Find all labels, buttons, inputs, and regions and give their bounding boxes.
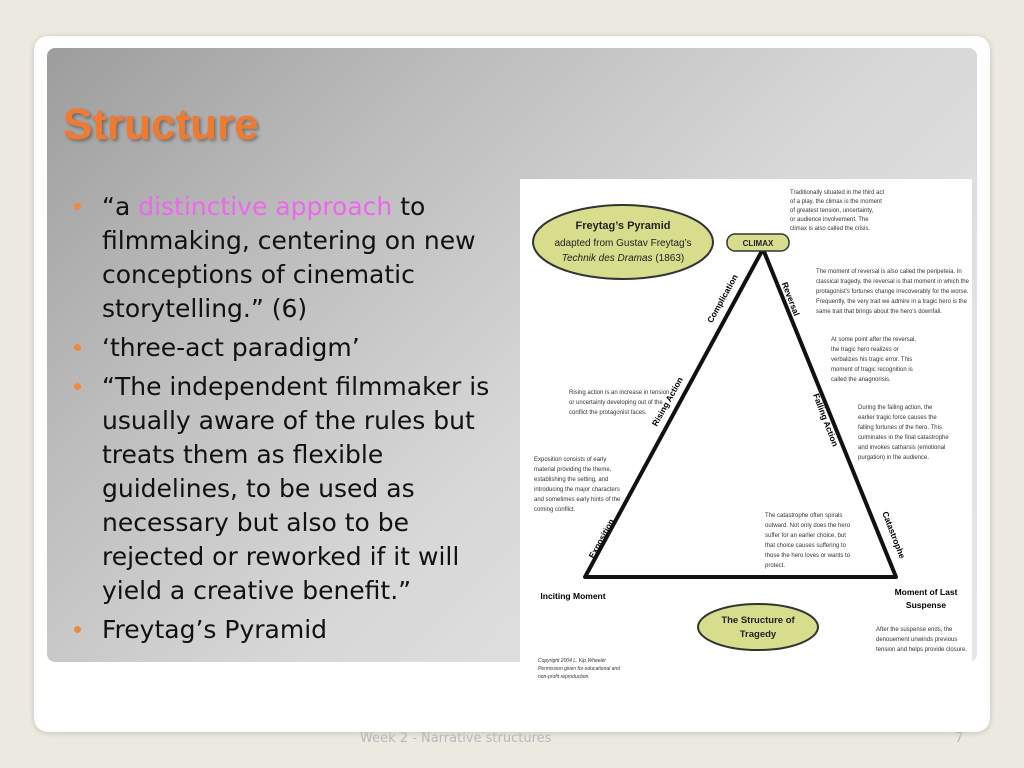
note-line: Permission given for educational and [538,666,620,672]
note-line: Traditionally situated in the third act [790,190,884,196]
structure-badge-line2: Tragedy [740,629,777,640]
highlighted-phrase: distinctive approach [138,192,393,221]
bullet-item: “The independent filmmaker is usually aw… [74,370,504,608]
bullet-dot-icon [74,383,81,390]
note-line: same trait that brings about the hero's … [816,309,942,315]
bullet-dot-icon [74,203,81,210]
structure-badge [697,603,819,651]
note-line: non-profit reproduction. [538,674,590,680]
note-line: The moment of reversal is also called th… [816,269,962,275]
note-line: protagonist's fortunes change irrecovera… [816,289,969,295]
bullet-item: “a distinctive approach to filmmaking, c… [74,190,504,326]
note-line: Rising action is an increase in tension [569,390,669,396]
note-line: introducing the major characters [534,487,620,493]
bullet-dot-icon [74,344,81,351]
note-line: Copyright 2004 L. Kip Wheeler [538,658,606,664]
note-line: establishing the setting, and [534,477,608,483]
note-catastrophe: The catastrophe often spirals outward. N… [765,513,851,569]
last-suspense-label-line2: Suspense [906,600,946,610]
note-line: and invokes catharsis (emotional [858,445,945,451]
note-line: At some point after the reversal, [831,337,916,343]
bullet-list: “a distinctive approach to filmmaking, c… [74,190,504,652]
note-line: material providing the theme, [534,467,612,473]
copyright-note: Copyright 2004 L. Kip Wheeler Permission… [538,658,620,680]
badge-source: Technik des Dramas (1863) [562,253,684,264]
note-line: conflict the protagonist faces. [569,410,647,416]
bullet-item: Freytag’s Pyramid [74,613,504,647]
note-line: of greatest tension, uncertainty, [790,208,874,214]
freytag-pyramid-figure: Freytag’s Pyramid adapted from Gustav Fr… [520,179,972,686]
note-line: suffer for an earlier choice, but [765,533,846,539]
note-line: tension and helps provide closure. [876,647,967,653]
note-line: called the anagnorisis. [831,377,891,383]
note-line: the tragic hero realizes or [831,347,899,353]
page-number: 7 [955,731,964,746]
note-line: or audience involvement. The [790,217,869,223]
bullet-dot-icon [74,626,81,633]
note-line: protect. [765,563,785,569]
note-line: coming conflict. [534,507,576,513]
note-recognition: At some point after the reversal, the tr… [831,337,916,383]
note-line: earlier tragic force causes the [858,415,937,421]
note-line: Exposition consists of early [534,457,606,463]
note-line: The catastrophe often spirals [765,513,842,519]
structure-badge-line1: The Structure of [721,615,795,626]
bullet-text: “The independent filmmaker is usually aw… [102,372,490,605]
note-exposition: Exposition consists of early material pr… [534,457,621,513]
note-line: that choice causes suffering to [765,543,847,549]
last-suspense-label-line1: Moment of Last [895,587,958,597]
edge-label-exposition: Exposition [586,517,616,560]
climax-pill [726,233,790,252]
bullet-text: Freytag’s Pyramid [102,615,328,644]
note-line: falling fortunes of the hero. This [858,425,942,431]
note-line: or uncertainty developing out of the [569,400,663,406]
slide-footer: Week 2 - Narrative structures [360,731,552,746]
note-line: After the suspense ends, the [876,627,953,633]
note-line: and sometimes early hints of the [534,497,621,503]
bullet-text: ‘three-act paradigm’ [102,333,360,362]
climax-label: CLIMAX [743,239,774,248]
pyramid-diagram: Freytag’s Pyramid adapted from Gustav Fr… [532,190,970,680]
note-denouement: After the suspense ends, the denouement … [876,627,967,653]
badge-title: Freytag’s Pyramid [576,220,671,232]
badge-subtitle: adapted from Gustav Freytag’s [554,238,691,249]
bullet-text-post: to filmmaking, centering on new concepti… [102,192,476,323]
note-rising-action: Rising action is an increase in tension … [569,390,669,416]
bullet-text-pre: “a [102,192,139,221]
note-line: classical tragedy, the reversal is that … [816,279,970,285]
note-line: moment of tragic recognition is [831,367,913,373]
note-falling-action: During the falling action, the earlier t… [858,405,949,461]
badge-source-year: (1863) [653,253,685,264]
note-line: verbalizes his tragic error. This [831,357,912,363]
title-badge [532,204,714,280]
note-line: denouement unwinds previous [876,637,957,643]
note-line: of a play, the climax is the moment [790,199,882,205]
note-reversal: The moment of reversal is also called th… [816,269,970,315]
note-line: outward. Not only does the hero [765,523,851,529]
note-line: purgation) in the audience. [858,455,929,461]
note-line: culminates in the final catastrophe [858,435,949,441]
note-line: those the hero loves or wants to [765,553,851,559]
note-line: climax is also called the crisis. [790,226,870,232]
note-climax: Traditionally situated in the third act … [790,190,884,232]
slide-title: Structure [63,100,259,149]
inciting-moment-label: Inciting Moment [540,591,605,601]
bullet-item: ‘three-act paradigm’ [74,331,504,365]
pyramid-triangle [583,247,898,579]
badge-source-title: Technik des Dramas [562,253,653,264]
note-line: Frequently, the very trait we admire in … [816,299,968,305]
note-line: During the falling action, the [858,405,933,411]
